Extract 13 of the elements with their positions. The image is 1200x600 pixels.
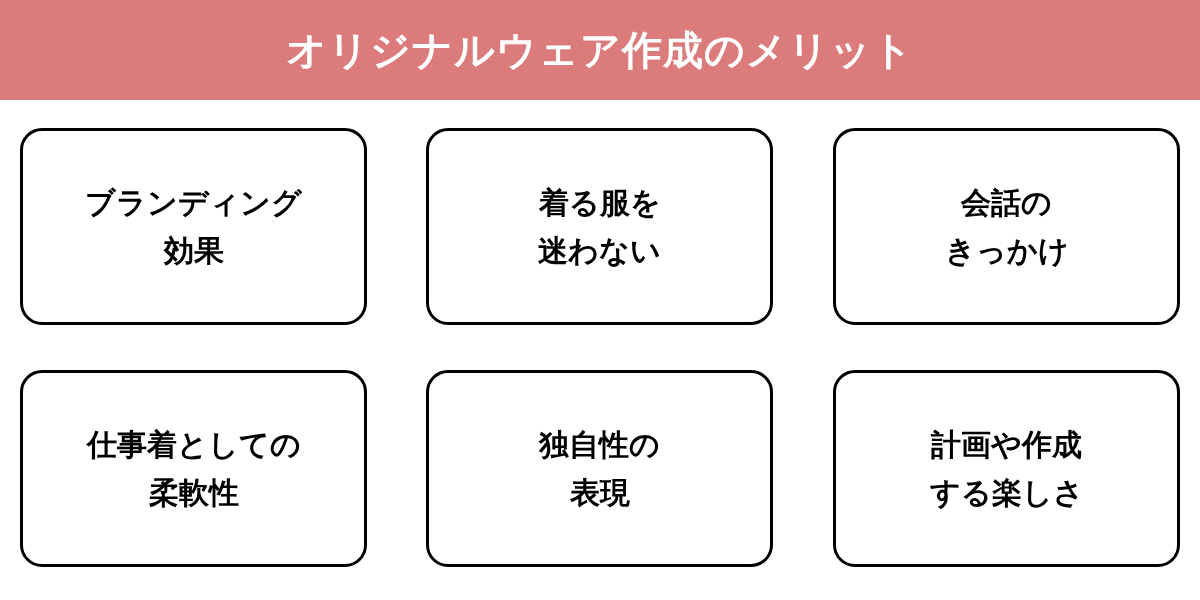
card-label: 着る服を迷わない [538, 183, 661, 270]
card-label: 会話のきっかけ [944, 183, 1069, 270]
title: オリジナルウェア作成のメリット [286, 25, 914, 75]
card-label: 仕事着としての柔軟性 [86, 425, 301, 512]
text-card [833, 128, 1180, 325]
text-card [20, 128, 367, 325]
text-card [426, 370, 773, 567]
card-label: 計画や作成する楽しさ [929, 425, 1084, 512]
card-label: 独自性の表現 [539, 425, 660, 512]
text-card [833, 370, 1180, 567]
card-label: ブランディング効果 [85, 183, 302, 270]
text-card [426, 128, 773, 325]
text-card [20, 370, 367, 567]
